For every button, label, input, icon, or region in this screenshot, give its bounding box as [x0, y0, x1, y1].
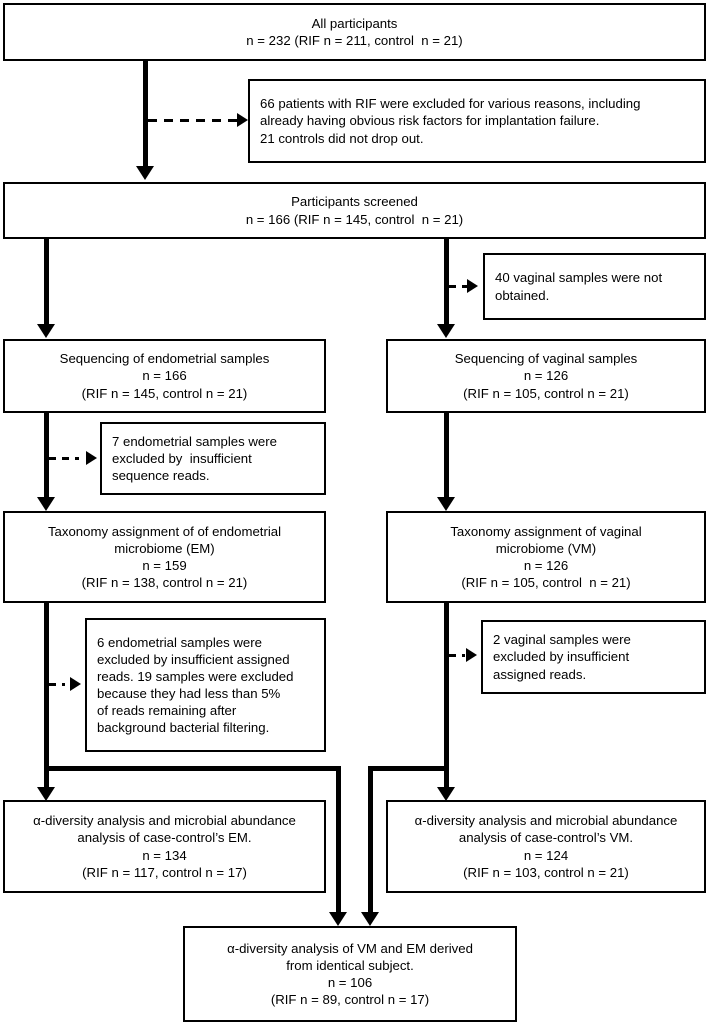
node-line: (RIF n = 117, control n = 17) [82, 864, 247, 880]
node-line: 21 controls did not drop out. [260, 130, 424, 146]
node-line: because they had less than 5% [97, 686, 281, 701]
connector-merge-em-horizontal [44, 766, 341, 771]
connector-dashed-to-excluded-first-arrow [237, 113, 248, 127]
node-taxonomy-endometrial: Taxonomy assignment of of endometrial mi… [3, 511, 326, 603]
node-participants-screened: Participants screened n = 166 (RIF n = 1… [3, 182, 706, 239]
node-line: assigned reads. [493, 666, 587, 682]
node-line: n = 134 [142, 847, 187, 863]
connector-merge-em-vertical [336, 766, 341, 913]
node-line: (RIF n = 105, control n = 21) [463, 385, 629, 401]
connector-screened-to-seq-em-arrow [37, 324, 55, 338]
node-line: All participants [311, 15, 398, 31]
node-line: excluded by insufficient [493, 649, 630, 665]
connector-screened-to-seq-vm-arrow [437, 324, 455, 338]
connector-screened-to-seq-em-line [44, 239, 49, 325]
node-alpha-diversity-vm: α-diversity analysis and microbial abund… [386, 800, 706, 893]
connector-seq-vm-to-taxonomy-arrow [437, 497, 455, 511]
connector-dashed-to-excluded-first [148, 119, 241, 122]
node-line: n = 232 (RIF n = 211, control n = 21) [246, 33, 463, 48]
node-line: α-diversity analysis and microbial abund… [414, 813, 678, 829]
connector-dashed-to-excluded-seq-reads-arrow [86, 451, 97, 465]
connector-all-to-screened-line [143, 61, 148, 167]
node-line: analysis of case-control’s VM. [458, 830, 634, 846]
node-line: obtained. [495, 287, 550, 303]
node-line: from identical subject. [286, 957, 414, 973]
node-line: (RIF n = 89, control n = 17) [270, 992, 430, 1008]
node-line: excluded by insufficient assigned [97, 651, 290, 667]
node-taxonomy-vaginal: Taxonomy assignment of vaginal microbiom… [386, 511, 706, 603]
connector-all-to-screened-arrow [136, 166, 154, 180]
connector-screened-to-seq-vm-line [444, 239, 449, 325]
connector-dashed-to-excluded-vm-assigned-arrow [466, 648, 477, 662]
node-alpha-diversity-em: α-diversity analysis and microbial abund… [3, 800, 326, 893]
node-line: (RIF n = 138, control n = 21) [81, 575, 248, 591]
connector-merge-vm-arrow [361, 912, 379, 926]
connector-dashed-to-excluded-em-assigned [49, 683, 65, 686]
node-line: Taxonomy assignment of vaginal [450, 523, 642, 539]
node-line: n = 126 [523, 368, 569, 384]
node-excluded-sequence-reads: 7 endometrial samples were excluded by i… [100, 422, 326, 495]
node-excluded-first: 66 patients with RIF were excluded for v… [248, 79, 706, 163]
node-line: 40 vaginal samples were not [495, 270, 663, 286]
connector-taxonomy-vm-down-line [444, 603, 449, 788]
node-line: 2 vaginal samples were [493, 632, 631, 648]
node-line: sequence reads. [112, 468, 210, 484]
node-excluded-vm-assigned: 2 vaginal samples were excluded by insuf… [481, 620, 706, 694]
node-line: n = 166 (RIF n = 145, control n = 21) [245, 211, 464, 227]
node-line: excluded by insufficient [112, 450, 252, 466]
node-line: of reads remaining after [97, 703, 237, 719]
node-line: n = 126 [523, 558, 569, 573]
node-line: 7 endometrial samples were [112, 433, 277, 449]
node-line: microbiome (EM) [114, 540, 215, 556]
node-line: 6 endometrial samples were [97, 634, 262, 650]
node-line: already having obvious risk factors for … [260, 113, 600, 129]
node-line: n = 124 [523, 847, 569, 863]
node-line: Taxonomy assignment of of endometrial [47, 523, 282, 539]
connector-taxonomy-em-down-line [44, 603, 49, 788]
node-line: microbiome (VM) [495, 540, 597, 556]
node-line: n = 159 [142, 558, 187, 573]
node-line: background bacterial filtering. [97, 720, 270, 736]
connector-seq-em-to-taxonomy-line [44, 413, 49, 498]
node-alpha-diversity-combined: α-diversity analysis of VM and EM derive… [183, 926, 517, 1022]
connector-taxonomy-em-to-alpha-arrow [37, 787, 55, 801]
node-line: n = 166 [142, 368, 187, 384]
node-line: α-diversity analysis and microbial abund… [33, 813, 296, 829]
node-line: Sequencing of vaginal samples [454, 351, 638, 367]
node-line: Sequencing of endometrial samples [59, 351, 270, 367]
node-line: α-diversity analysis of VM and EM derive… [227, 940, 473, 956]
connector-merge-vm-horizontal [368, 766, 449, 771]
node-line: (RIF n = 105, control n = 21) [461, 575, 631, 591]
node-line: n = 106 [327, 975, 373, 990]
connector-seq-vm-to-taxonomy-line [444, 413, 449, 498]
node-line: 66 patients with RIF were excluded for v… [260, 96, 641, 112]
node-line: analysis of case-control’s EM. [77, 830, 252, 846]
node-excluded-em-assigned: 6 endometrial samples were excluded by i… [85, 618, 326, 752]
connector-dashed-to-excluded-vm-assigned [449, 654, 465, 657]
node-line: Participants screened [291, 194, 418, 210]
node-all-participants: All participants n = 232 (RIF n = 211, c… [3, 3, 706, 61]
connector-seq-em-to-taxonomy-arrow [37, 497, 55, 511]
connector-taxonomy-vm-to-alpha-arrow [437, 787, 455, 801]
connector-dashed-to-excluded-seq-reads [49, 457, 79, 460]
node-vaginal-not-obtained: 40 vaginal samples were not obtained. [483, 253, 706, 320]
node-line: reads. 19 samples were excluded [97, 668, 294, 684]
node-line: (RIF n = 145, control n = 21) [81, 385, 248, 401]
connector-dashed-to-vaginal-not-obtained-arrow [467, 279, 478, 293]
connector-dashed-to-excluded-em-assigned-arrow [70, 677, 81, 691]
connector-dashed-to-vaginal-not-obtained [449, 285, 469, 288]
node-line: (RIF n = 103, control n = 21) [463, 864, 629, 880]
node-sequencing-endometrial: Sequencing of endometrial samples n = 16… [3, 339, 326, 413]
connector-merge-em-arrow [329, 912, 347, 926]
connector-merge-vm-vertical [368, 766, 373, 913]
node-sequencing-vaginal: Sequencing of vaginal samples n = 126 (R… [386, 339, 706, 413]
